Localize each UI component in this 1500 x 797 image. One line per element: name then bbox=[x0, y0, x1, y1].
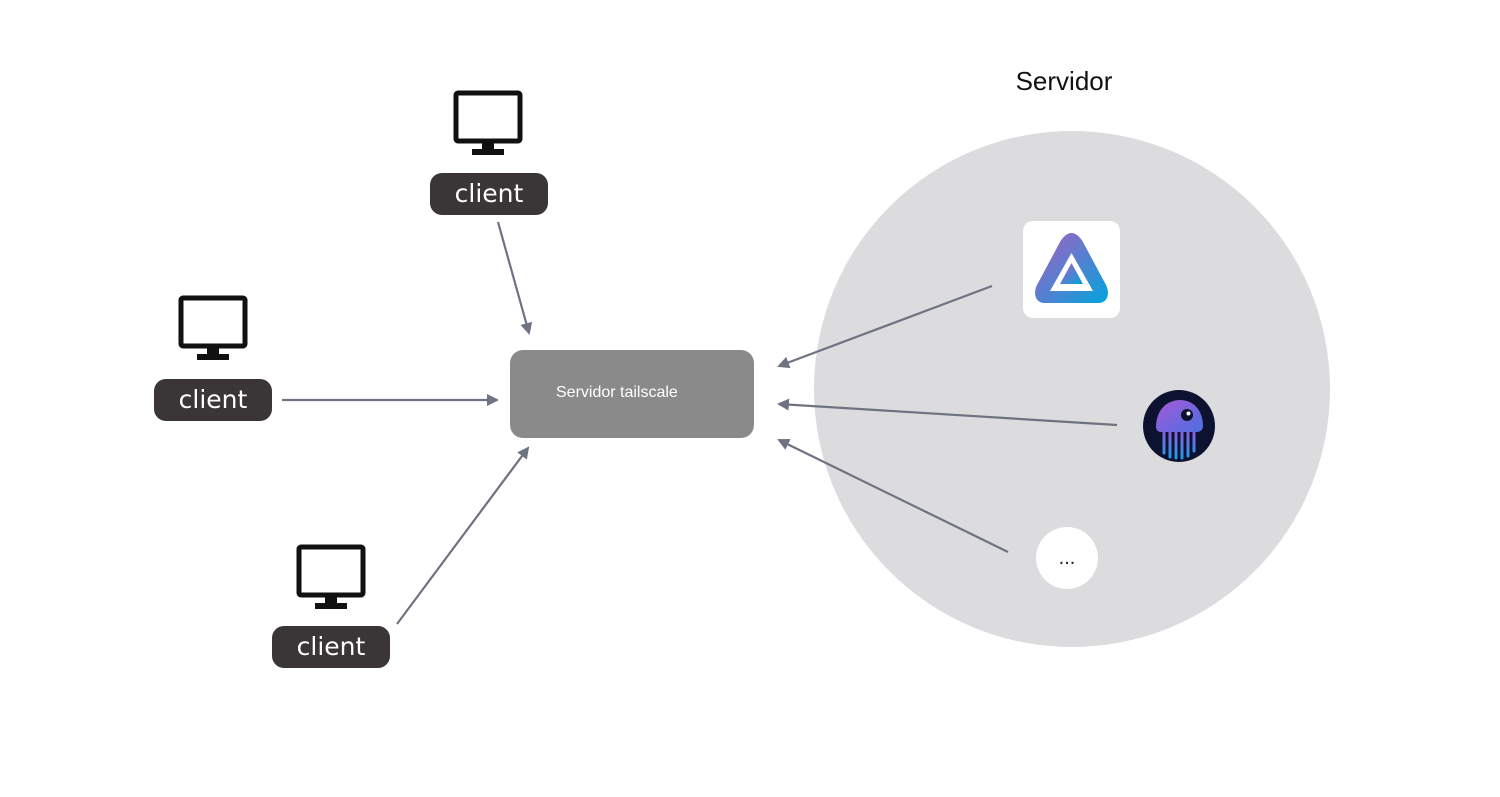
arrow-client-top-to-hub bbox=[496, 221, 533, 335]
tailscale-server-label: Servidor tailscale bbox=[556, 384, 678, 401]
client-label: client bbox=[154, 379, 272, 421]
jellyfin-icon bbox=[1035, 233, 1108, 303]
client-label: client bbox=[430, 173, 548, 215]
arrow-jellyseerr-to-hub bbox=[777, 398, 1118, 427]
jellyseerr-icon bbox=[1143, 390, 1215, 462]
client-label: client bbox=[272, 626, 390, 668]
monitor-icon bbox=[453, 90, 523, 155]
arrow-jellyfin-to-hub bbox=[777, 284, 993, 369]
server-group-title: Servidor bbox=[1015, 66, 1113, 96]
arrow-client-bottom-to-hub bbox=[396, 446, 530, 625]
jellyfin-app-tile bbox=[1023, 221, 1120, 318]
tailscale-server-box: Servidor tailscale bbox=[510, 350, 754, 438]
arrow-more-to-hub bbox=[777, 439, 1009, 553]
more-services-circle: ... bbox=[1036, 527, 1098, 589]
monitor-icon bbox=[178, 295, 248, 360]
monitor-icon bbox=[296, 544, 366, 609]
